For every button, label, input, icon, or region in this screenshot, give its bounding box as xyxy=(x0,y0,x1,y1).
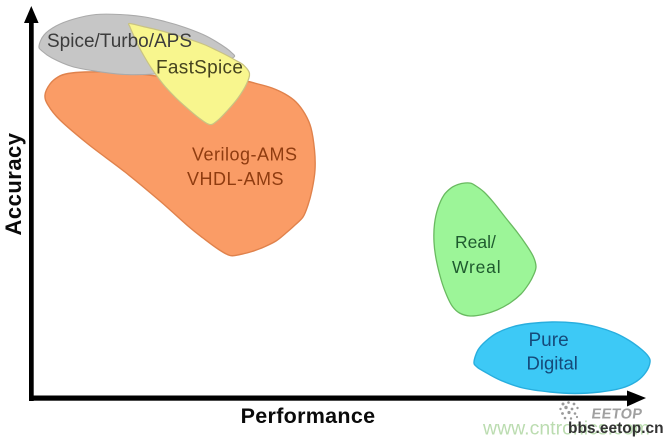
svg-text:Real/: Real/ xyxy=(455,232,496,252)
svg-text:Accuracy: Accuracy xyxy=(1,132,26,235)
svg-text:Spice/Turbo/APS: Spice/Turbo/APS xyxy=(47,31,192,52)
svg-text:www.cntronics.com: www.cntronics.com xyxy=(482,418,650,440)
svg-text:Performance: Performance xyxy=(241,404,376,428)
svg-text:bbs.eetop.cn: bbs.eetop.cn xyxy=(568,420,664,437)
svg-text:Verilog-AMS: Verilog-AMS xyxy=(192,145,298,165)
svg-text:EETOP: EETOP xyxy=(590,407,643,423)
svg-text:FastSpice: FastSpice xyxy=(156,58,243,79)
svg-text:Wreal: Wreal xyxy=(452,257,501,277)
svg-text:Pure: Pure xyxy=(529,330,569,351)
svg-text:Digital: Digital xyxy=(527,353,578,374)
svg-text:VHDL-AMS: VHDL-AMS xyxy=(187,169,284,189)
